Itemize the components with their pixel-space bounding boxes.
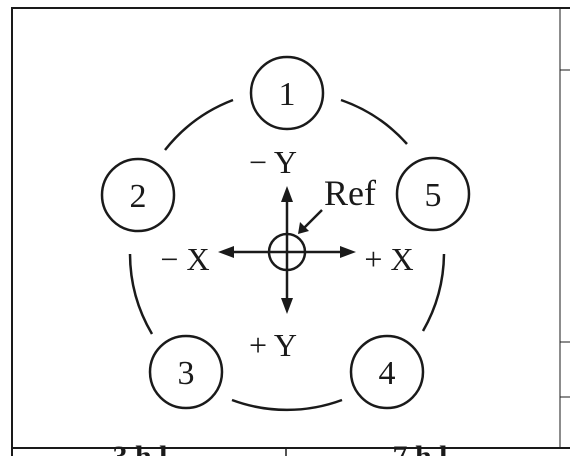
- reference-point-circle: [267, 232, 307, 272]
- station-2: 2: [100, 157, 176, 233]
- axes: − Y + Y − X + X: [160, 144, 413, 363]
- pos-y-label: + Y: [249, 327, 297, 363]
- station-3-label: 3: [178, 355, 195, 392]
- station-1: 1: [249, 55, 325, 131]
- station-5: 5: [395, 156, 471, 232]
- pos-y-arrowhead: [281, 298, 293, 314]
- footer-text-right: 7 h l: [392, 440, 447, 456]
- neg-x-label: − X: [160, 241, 209, 277]
- neg-y-arrowhead: [281, 186, 293, 202]
- station-4-circle: [349, 334, 425, 410]
- arc-1-5: [340, 98, 408, 145]
- connecting-arcs: [128, 98, 446, 412]
- station-4-label: 4: [379, 355, 396, 392]
- station-4: 4: [349, 334, 425, 410]
- station-1-circle: [249, 55, 325, 131]
- neg-x-arrowhead: [218, 246, 234, 258]
- arc-1-2: [164, 98, 234, 151]
- station-5-label: 5: [425, 177, 442, 214]
- neg-y-label: − Y: [249, 144, 297, 180]
- pos-x-label: + X: [364, 241, 413, 277]
- reference-pointer-line: [302, 209, 323, 230]
- station-5-circle: [395, 156, 471, 232]
- arc-3-4: [231, 398, 343, 412]
- footer-text-left: 3 h l: [112, 440, 167, 456]
- reference-pointer-arrowhead: [298, 222, 309, 234]
- reference-label: Ref: [324, 173, 376, 213]
- station-3-circle: [148, 334, 224, 410]
- station-2-circle: [100, 157, 176, 233]
- arc-4-5: [421, 253, 446, 332]
- reference-callout: Ref: [298, 173, 376, 234]
- station-1-label: 1: [279, 76, 296, 113]
- arc-2-3: [128, 253, 154, 335]
- station-2-label: 2: [130, 178, 147, 215]
- station-3: 3: [148, 334, 224, 410]
- pos-x-arrowhead: [340, 246, 356, 258]
